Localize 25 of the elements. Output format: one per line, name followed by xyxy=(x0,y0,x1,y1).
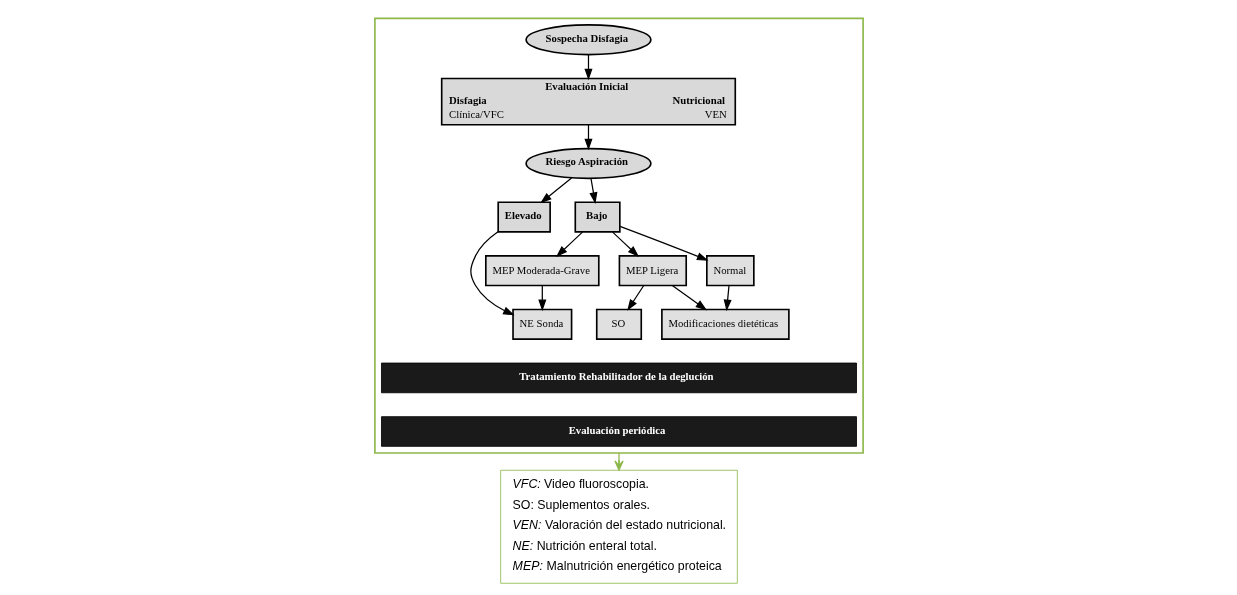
arrow xyxy=(618,225,708,261)
arrow xyxy=(723,285,732,312)
node-ellipse: Sospecha Disfagia xyxy=(524,24,652,56)
arrow xyxy=(611,231,639,257)
node-box: MEP Ligera xyxy=(618,255,687,287)
node-box: Modificaciones dietéticas xyxy=(660,308,790,340)
arrow xyxy=(588,177,597,204)
cluster xyxy=(373,17,864,454)
node-box: Evaluación periódica xyxy=(380,416,857,447)
node-box: VFC: Video fluoroscopia. SO: Suplementos orales. VEN: Valoración del estado nutricional. NE: Nutrición enteral total. MEP: Malnutrición energético proteica xyxy=(499,469,738,584)
node-box: Normal xyxy=(705,255,755,287)
arrow xyxy=(613,452,624,471)
node-box: MEP Moderada-Grave xyxy=(484,255,600,287)
node-box: Evaluación Inicial Disfagia Nutricional Clínica/VFC VEN xyxy=(440,77,736,126)
node-box: SO xyxy=(595,308,642,340)
arrow xyxy=(626,285,644,311)
arrow xyxy=(469,231,515,316)
arrow xyxy=(539,177,572,204)
arrow xyxy=(555,231,583,257)
arrow xyxy=(671,285,707,311)
node-box: Bajo xyxy=(573,201,621,233)
node-box: Elevado xyxy=(496,201,551,233)
node-box: NE Sonda xyxy=(511,308,572,340)
node-box: Tratamiento Rehabilitador de la deglución xyxy=(380,362,857,394)
node-ellipse: Riesgo Aspiración xyxy=(524,147,652,180)
